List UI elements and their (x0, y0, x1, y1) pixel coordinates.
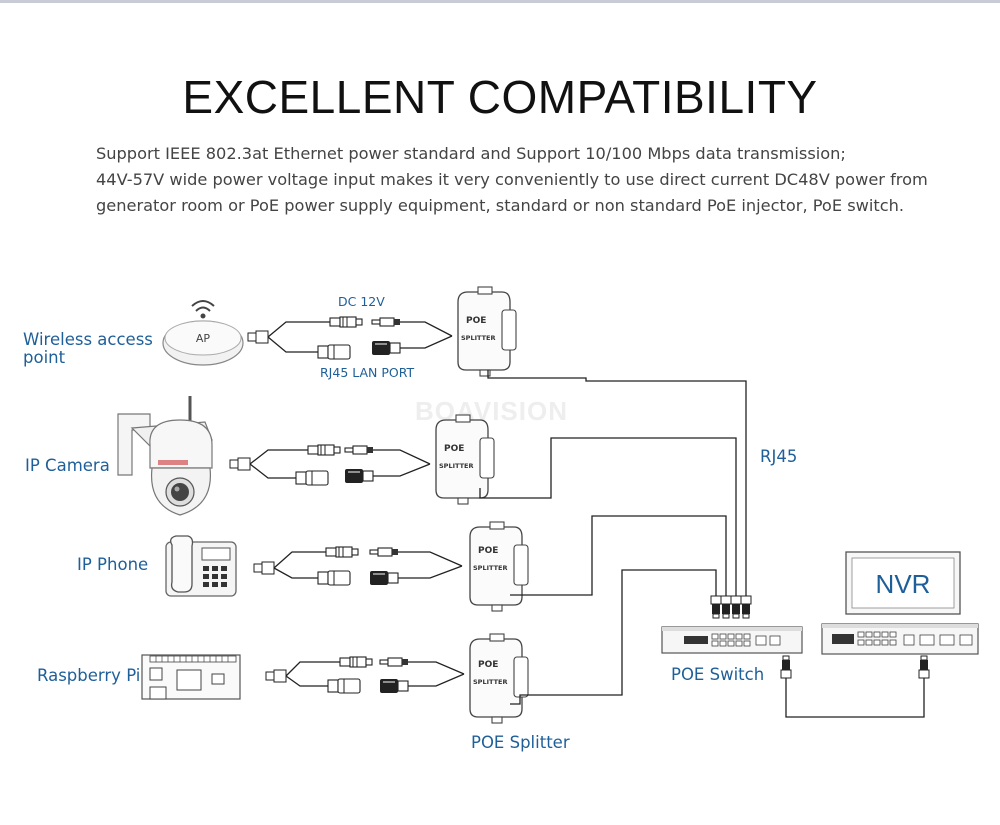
description: Support IEEE 802.3at Ethernet power stan… (96, 141, 976, 219)
rj45-lan-port-label: RJ45 LAN PORT (320, 365, 415, 380)
poe-switch-device (661, 626, 803, 654)
splitter-text: POE (444, 444, 464, 454)
splitter-text: SPLITTER (473, 564, 507, 572)
raspberry-pi-label: Raspberry Pi (37, 666, 140, 685)
cable-row-1 (247, 316, 453, 360)
top-border (0, 0, 1000, 3)
description-line: generator room or PoE power supply equip… (96, 196, 905, 215)
description-line: 44V-57V wide power voltage input makes i… (96, 170, 928, 189)
poe-splitter-caption: POE Splitter (471, 733, 570, 752)
wireless-access-point-label: Wireless access (23, 330, 153, 349)
page-title: EXCELLENT COMPATIBILITY (182, 71, 818, 123)
ip-phone-label: IP Phone (77, 555, 148, 574)
poe-splitter: POE SPLITTER (457, 286, 517, 377)
wireless-access-point-label: point (23, 348, 66, 367)
splitter-text: POE (466, 316, 486, 326)
cable-row-4 (265, 656, 465, 694)
splitter-text: SPLITTER (461, 334, 495, 342)
raspberry-pi-device (141, 654, 241, 700)
cable-row-3 (253, 546, 463, 586)
cable-row-2 (229, 444, 431, 486)
ip-camera-device (117, 396, 213, 516)
access-point-device: AP (162, 320, 244, 366)
nvr-label: NVR (876, 569, 931, 599)
network-cables (479, 370, 925, 718)
splitter-text: POE (478, 546, 498, 556)
poe-splitter: POE SPLITTER (469, 521, 529, 612)
nvr-recorder (821, 623, 979, 655)
ap-badge: AP (196, 332, 211, 345)
splitter-text: SPLITTER (473, 678, 507, 686)
ip-camera-label: IP Camera (25, 456, 110, 475)
watermark: BOAVISION (415, 396, 568, 426)
poe-switch-label: POE Switch (671, 665, 764, 684)
dc-12v-label: DC 12V (338, 294, 385, 309)
rj45-label: RJ45 (760, 447, 797, 466)
ip-phone-device (165, 535, 237, 597)
description-line: Support IEEE 802.3at Ethernet power stan… (96, 144, 846, 163)
poe-splitter: POE SPLITTER (469, 633, 529, 724)
nvr-monitor: NVR (845, 551, 961, 615)
poe-splitter: POE SPLITTER (435, 414, 495, 505)
splitter-text: SPLITTER (439, 462, 473, 470)
splitter-text: POE (478, 660, 498, 670)
wifi-icon (191, 300, 215, 319)
